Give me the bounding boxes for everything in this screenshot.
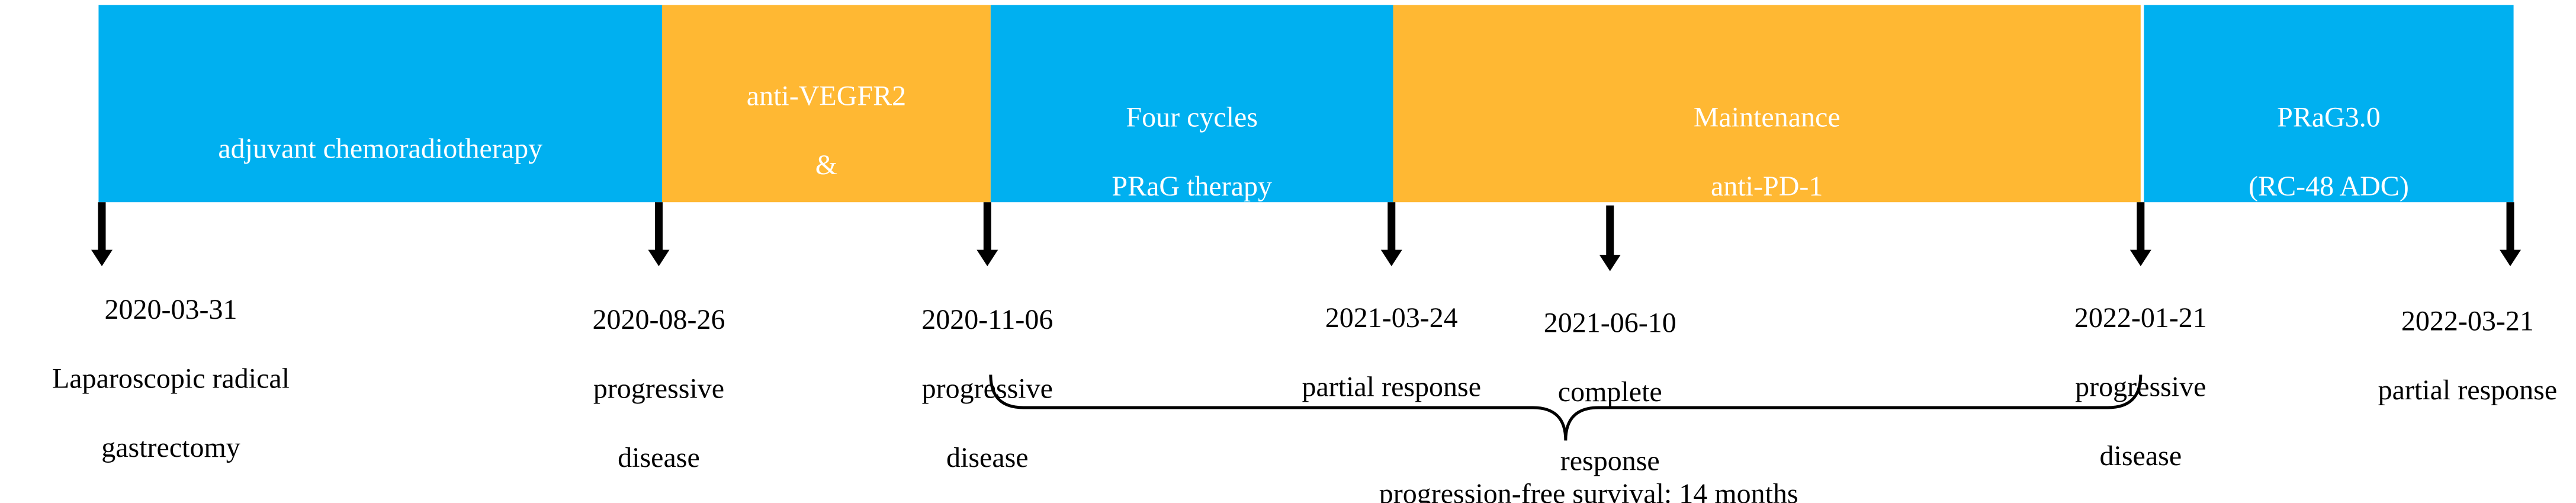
event-2021-03-24: 2021-03-24 partial response (1302, 302, 1481, 403)
event-arrowhead-2022-01-21 (2129, 249, 2151, 267)
phase-label-anti-vegfr2-line-3: chemotherapy (746, 219, 907, 250)
event-description-line-1: complete (1558, 376, 1662, 408)
event-description-line-1: progressive (922, 373, 1053, 404)
phase-bar-adjuvant (98, 5, 663, 203)
phase-prag3: PRaG3.0 (RC-48 ADC) (2144, 5, 2514, 203)
event-date: 2021-06-10 (1544, 307, 1676, 338)
event-description-line-2: disease (2100, 440, 2182, 472)
phase-anti-vegfr2: anti-VEGFR2 & chemotherapy (662, 5, 991, 250)
event-2021-06-10: 2021-06-10 complete response (1544, 307, 1676, 476)
event-description-line-1: progressive (593, 373, 724, 404)
phase-label-anti-vegfr2-line-2: & (815, 149, 837, 181)
phase-label-maintenance-line-2: anti-PD-1 (1711, 171, 1823, 202)
event-description-line-1: partial response (2378, 374, 2558, 406)
event-arrowhead-2022-03-21 (2500, 249, 2522, 267)
phase-adjuvant: adjuvant chemoradiotherapy (98, 5, 663, 203)
pfs-label: progression-free survival: 14 months (1379, 478, 1798, 503)
event-description-line-2: gastrectomy (101, 432, 240, 463)
event-date: 2022-03-21 (2401, 306, 2534, 337)
event-2020-11-06: 2020-11-06 progressive disease (921, 304, 1053, 473)
phase-label-anti-vegfr2-line-1: anti-VEGFR2 (747, 81, 906, 112)
event-arrows (91, 202, 2522, 271)
treatment-phases: adjuvant chemoradiotherapy anti-VEGFR2 & ch… (98, 5, 2514, 250)
event-description-line-1: Laparoscopic radical (52, 363, 290, 395)
event-date: 2020-03-31 (105, 294, 237, 325)
event-date: 2022-01-21 (2074, 302, 2207, 334)
phase-label-prag3-line-2: (RC-48 ADC) (2249, 171, 2409, 202)
phase-label-prag-line-2: PRaG therapy (1112, 171, 1272, 202)
event-date: 2020-08-26 (592, 304, 725, 335)
phase-label-maintenance-line-1: Maintenance (1694, 102, 1841, 133)
event-description-line-2: disease (946, 442, 1029, 473)
phase-bar-prag (990, 5, 1393, 203)
phase-label-prag3-line-1: PRaG3.0 (2277, 102, 2381, 133)
phase-label-adjuvant-line-1: adjuvant chemoradiotherapy (218, 133, 542, 164)
event-arrowhead-2020-03-31 (91, 249, 113, 267)
event-date: 2020-11-06 (921, 304, 1053, 335)
phase-bar-prag3 (2144, 5, 2514, 203)
event-date: 2021-03-24 (1325, 302, 1458, 334)
event-2022-03-21: 2022-03-21 partial response (2378, 306, 2558, 406)
event-arrowhead-2021-03-24 (1380, 249, 1402, 267)
phase-maintenance: Maintenance anti-PD-1 (1393, 5, 2141, 203)
event-arrowhead-2020-08-26 (648, 249, 670, 267)
event-2020-08-26: 2020-08-26 progressive disease (592, 304, 725, 473)
event-arrowhead-2021-06-10 (1599, 255, 1621, 271)
event-description-line-2: response (1560, 445, 1660, 476)
event-arrowhead-2020-11-06 (977, 249, 998, 267)
event-description-line-1: partial response (1302, 371, 1481, 403)
phase-bar-anti-vegfr2 (662, 5, 991, 203)
event-description-line-2: disease (618, 442, 700, 473)
phase-label-prag-line-1: Four cycles (1126, 102, 1258, 133)
phase-bar-maintenance (1393, 5, 2141, 203)
